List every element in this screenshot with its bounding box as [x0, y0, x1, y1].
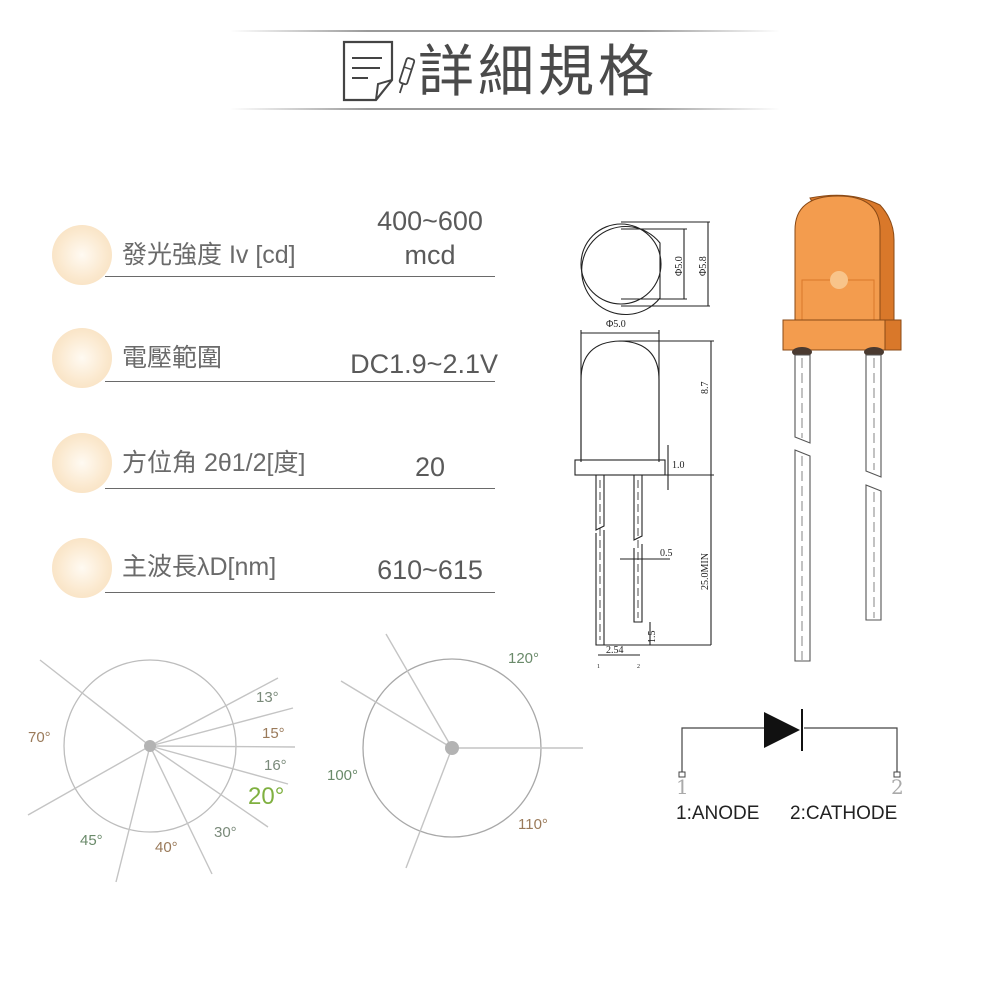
spec-divider: [105, 488, 495, 489]
dim-pitch: 2.54: [606, 645, 624, 656]
spec-bullet: [52, 225, 112, 285]
spec-bullet: [52, 328, 112, 388]
dim-body-width: Φ5.0: [606, 319, 626, 330]
cathode-label: 2:CATHODE: [790, 803, 898, 824]
angle-label: 110°: [518, 816, 548, 833]
spec-value-voltage-range: DC1.9~2.1V: [350, 349, 498, 379]
angle-label: 30°: [214, 824, 237, 841]
spec-label-viewing-angle: 方位角 2θ1/2[度]: [122, 449, 306, 477]
spec-value-luminous-intensity: 400~600 mcd: [360, 204, 500, 272]
header-bottom-rule: [230, 108, 780, 110]
dim-inner-diameter: Φ5.0: [674, 256, 685, 276]
spec-label-wavelength: 主波長λD[nm]: [122, 553, 277, 581]
spec-bullet: [52, 538, 112, 598]
dim-lead-offset: 1.5: [647, 631, 658, 644]
dim-lead-length: 25.0MIN: [700, 553, 711, 590]
spec-value-line2: mcd: [404, 240, 456, 270]
dim-outer-diameter: Φ5.8: [698, 256, 709, 276]
angle-label: 16°: [264, 757, 287, 774]
spec-label-voltage-range: 電壓範圍: [122, 344, 223, 372]
beam-angle-diagram-wide: [340, 633, 583, 869]
header-top-rule: [230, 30, 780, 32]
angle-label-highlight: 20°: [248, 783, 285, 810]
page-title: 詳細規格: [418, 40, 658, 105]
angle-label: 40°: [155, 839, 178, 856]
spec-divider: [105, 592, 495, 593]
dim-pin-2: 2: [637, 664, 640, 670]
spec-value-wavelength: 610~615: [377, 555, 483, 585]
angle-label: 70°: [28, 729, 51, 746]
dim-pin-1: 1: [597, 664, 600, 670]
orange-led-illustration: [782, 194, 902, 662]
spec-value-line1: 400~600: [377, 206, 483, 236]
spec-label-luminous-intensity: 發光強度 Iv [cd]: [122, 241, 296, 269]
document-pen-icon: [342, 40, 416, 102]
diode-symbol-icon: [764, 712, 800, 748]
spec-divider: [105, 381, 495, 382]
anode-label: 1:ANODE: [676, 803, 760, 824]
spec-divider: [105, 276, 495, 277]
dim-body-height: 8.7: [700, 382, 711, 395]
pin-2-number: 2: [891, 775, 904, 799]
beam-angle-diagram-narrow: [27, 659, 296, 883]
pin-1-number: 1: [676, 775, 689, 799]
angle-label: 13°: [256, 689, 279, 706]
dim-lead-width: 0.5: [660, 548, 673, 559]
angle-label: 15°: [262, 725, 285, 742]
spec-bullet: [52, 433, 112, 493]
diode-schematic: [678, 709, 901, 778]
led-dimension-drawing: Φ5.0 1.0 0.5 2.54 Φ5.0 Φ5.8 8.7 25.0MIN …: [574, 221, 714, 670]
spec-value-viewing-angle: 20: [414, 452, 446, 482]
angle-label: 100°: [327, 767, 359, 784]
angle-label: 120°: [508, 650, 540, 667]
dim-flange-height: 1.0: [672, 460, 685, 471]
angle-label: 45°: [80, 832, 103, 849]
